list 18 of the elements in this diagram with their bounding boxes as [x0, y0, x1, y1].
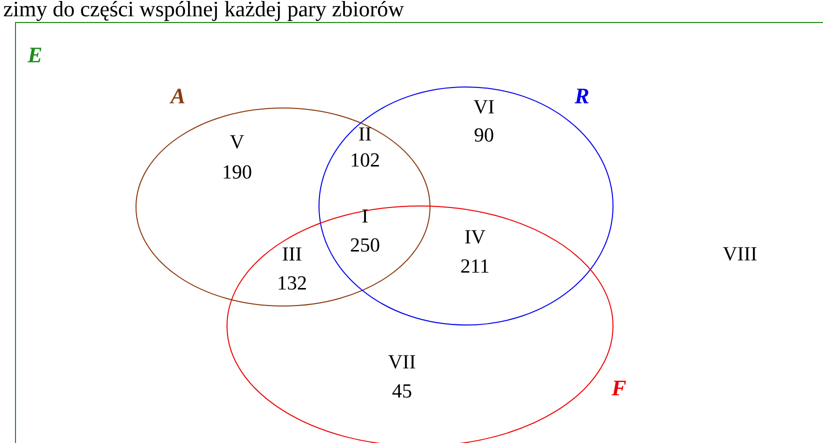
region-label: 190 — [224, 165, 252, 179]
node-label: A — [170, 88, 184, 104]
region-label: I — [362, 209, 368, 223]
region-label: 90 — [474, 128, 494, 142]
region-label: 132 — [278, 276, 306, 290]
region-label: 250 — [350, 238, 380, 252]
region-label: VII — [388, 355, 416, 369]
region-label: 45 — [392, 384, 412, 398]
region-label: VIII — [723, 247, 756, 261]
region-label: VI — [474, 100, 494, 114]
node-label: F — [612, 380, 626, 396]
region-label: 102 — [352, 153, 379, 167]
region-label: V — [230, 135, 244, 149]
region-label: IV — [465, 230, 486, 244]
heading: zimy do części wspólnej każdej pary zbiorów — [4, 0, 404, 22]
region-label: II — [359, 127, 371, 141]
region-label: III — [282, 247, 302, 261]
region-label: 211 — [461, 259, 488, 273]
